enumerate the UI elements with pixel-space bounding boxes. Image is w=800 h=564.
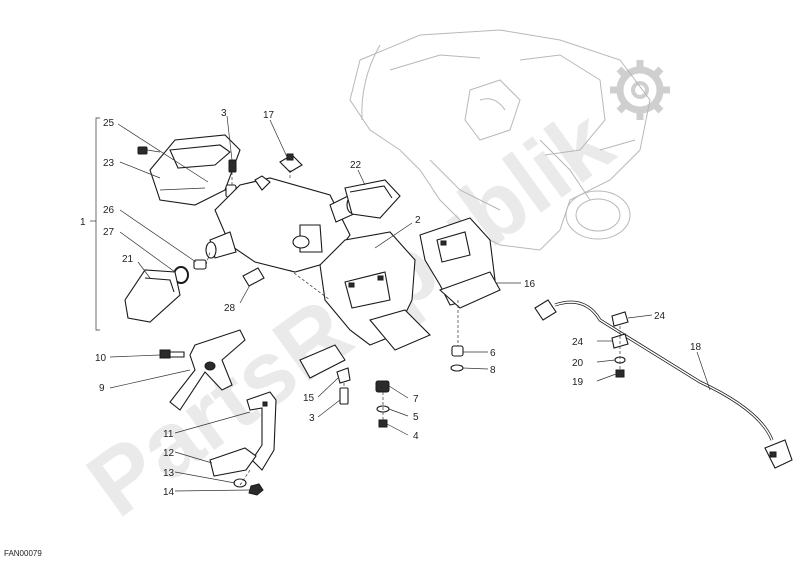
callout-19: 19: [572, 377, 584, 388]
callout-17: 17: [263, 110, 275, 121]
callout-26: 26: [103, 205, 115, 216]
callout-3-lower: 3: [309, 413, 315, 424]
callout-labels: 25 3 17 23 22 26 27 21 2 16 28 24 6 8 24…: [95, 108, 702, 498]
ghost-frame-outline: [349, 29, 651, 251]
group-bracket-label: 1: [80, 217, 86, 228]
part-plate-holder-2[interactable]: [299, 231, 431, 379]
callout-13: 13: [163, 468, 175, 479]
callout-25: 25: [103, 118, 115, 129]
callout-5: 5: [413, 412, 419, 423]
callout-7: 7: [413, 394, 419, 405]
part-wiring-harness-18[interactable]: [534, 299, 793, 469]
callout-20: 20: [572, 358, 584, 369]
part-housing-cover-23[interactable]: [149, 134, 241, 206]
callout-28: 28: [224, 303, 236, 314]
part-screw-19[interactable]: [615, 369, 625, 378]
part-rubber-block-7[interactable]: [375, 380, 390, 393]
part-bracket-16[interactable]: [419, 217, 501, 309]
callout-2: 2: [415, 215, 421, 226]
part-turn-signal-22[interactable]: [344, 179, 401, 219]
part-clip-17[interactable]: [279, 153, 303, 173]
part-screw-25[interactable]: [137, 146, 161, 155]
callout-6: 6: [490, 348, 496, 359]
part-bolt-10[interactable]: [159, 349, 185, 359]
diagram-code: FAN00079: [4, 549, 42, 558]
callout-3-top: 3: [221, 108, 227, 119]
callout-8: 8: [490, 365, 496, 376]
part-bolt-28[interactable]: [242, 267, 265, 287]
callout-18: 18: [690, 342, 702, 353]
part-grommet-6[interactable]: [451, 345, 464, 357]
callout-22: 22: [350, 160, 362, 171]
callout-10: 10: [95, 353, 107, 364]
callout-16: 16: [524, 279, 536, 290]
callout-15: 15: [303, 393, 315, 404]
callout-21: 21: [122, 254, 134, 265]
part-spacer-26[interactable]: [193, 259, 207, 270]
part-clip-24-upper[interactable]: [611, 311, 629, 327]
leader-lines: [109, 115, 711, 492]
callout-24-lower: 24: [572, 337, 584, 348]
callout-24-upper: 24: [654, 311, 666, 322]
part-clamp-12[interactable]: [209, 447, 257, 477]
callout-9: 9: [99, 383, 105, 394]
part-plate-bracket-11[interactable]: [246, 391, 277, 471]
part-washer-8[interactable]: [450, 364, 464, 372]
callout-12: 12: [163, 448, 175, 459]
part-washer-13[interactable]: [233, 478, 247, 488]
part-bush-15[interactable]: [336, 367, 351, 405]
callout-4: 4: [413, 431, 419, 442]
callout-11: 11: [163, 429, 174, 440]
part-support-9[interactable]: [169, 329, 246, 411]
part-nut-14[interactable]: [248, 483, 264, 496]
group-bracket: 1: [80, 117, 100, 331]
watermark-gear-icon: [610, 60, 670, 120]
callout-27: 27: [103, 227, 115, 238]
callout-14: 14: [163, 487, 175, 498]
callout-23: 23: [103, 158, 115, 169]
part-screw-4[interactable]: [378, 419, 388, 428]
part-turn-signal-21[interactable]: [124, 269, 181, 323]
